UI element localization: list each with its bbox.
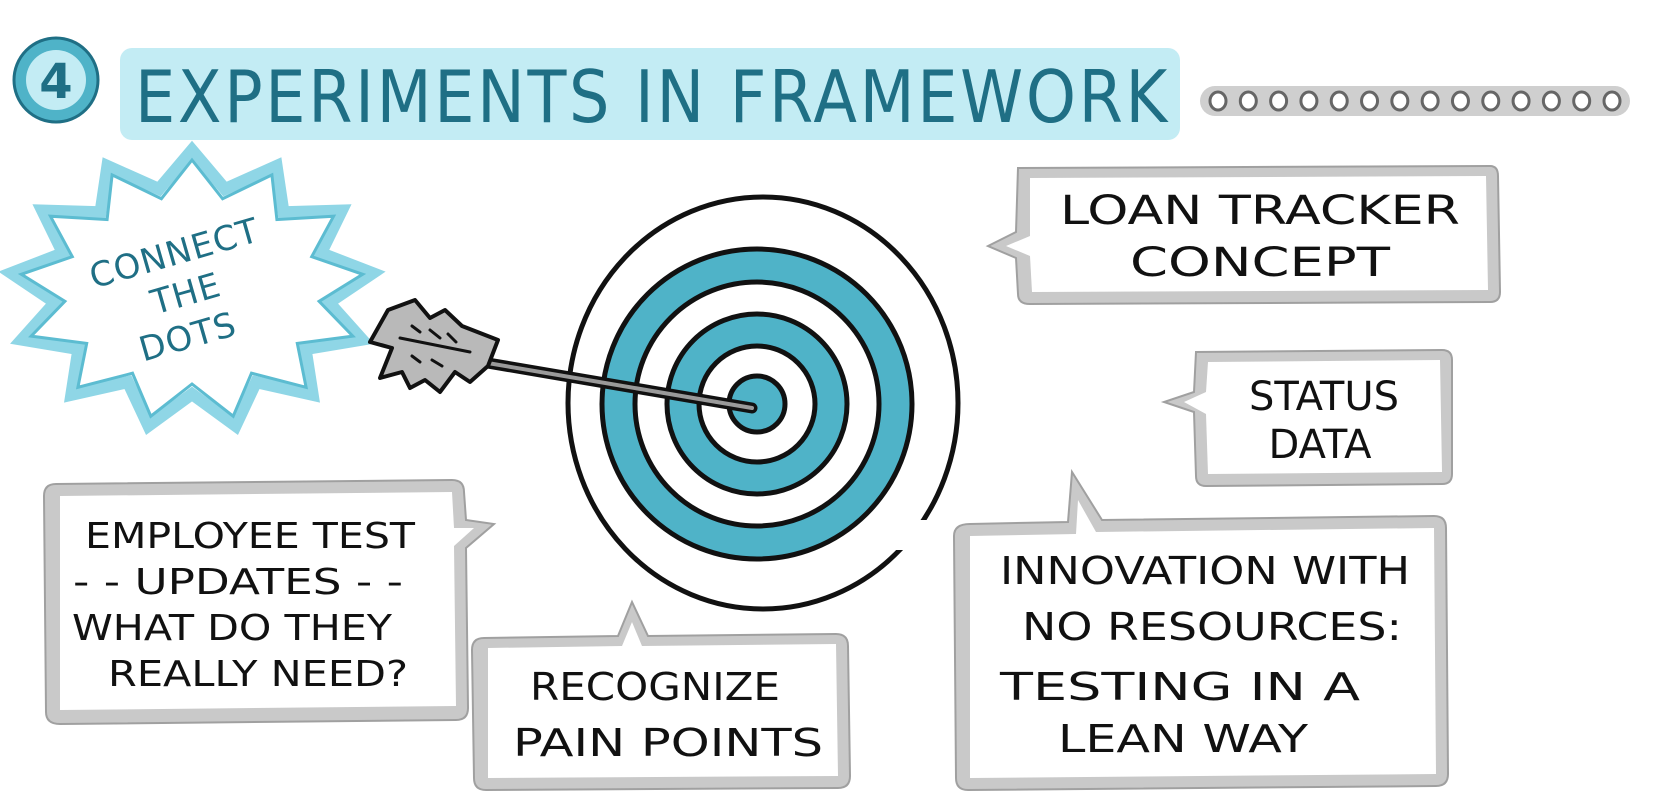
innovation-line-2: NO RESOURCES:: [1022, 605, 1402, 649]
chain-dot: [1511, 90, 1531, 112]
chain-dot: [1329, 90, 1349, 112]
loan-tracker-line-1: LOAN TRACKER: [1060, 188, 1460, 234]
arrow-icon: [368, 298, 758, 414]
dot-chain-bar: [1200, 86, 1630, 116]
innovation-line-4: LEAN WAY: [1058, 717, 1309, 761]
chain-dot: [1238, 90, 1258, 112]
dot-chain: [1208, 90, 1622, 112]
innovation-line-1: INNOVATION WITH: [1000, 549, 1410, 593]
title-highlight: [120, 48, 1180, 140]
chain-dot: [1420, 90, 1440, 112]
bubble-pain-points: RECOGNIZE PAIN POINTS: [470, 599, 852, 792]
loan-tracker-line-2: CONCEPT: [1130, 240, 1391, 286]
header: 4 EXPERIMENTS IN FRAMEWORK: [12, 36, 1630, 140]
pain-points-line-2: PAIN POINTS: [513, 721, 823, 765]
page-title: EXPERIMENTS IN FRAMEWORK: [135, 55, 1170, 139]
bubble-employee-test: EMPLOYEE TEST - - UPDATES - - WHAT DO TH…: [42, 478, 497, 726]
chain-dot: [1450, 90, 1470, 112]
employee-test-line-2: - - UPDATES - -: [73, 562, 403, 603]
chain-dot: [1269, 90, 1289, 112]
chain-dot: [1360, 90, 1380, 112]
section-number: 4: [39, 54, 72, 110]
status-data-line-2: DATA: [1268, 422, 1372, 468]
chain-dot: [1602, 90, 1622, 112]
chain-dot: [1390, 90, 1410, 112]
employee-test-line-4: REALLY NEED?: [108, 654, 408, 695]
pain-points-line-1: RECOGNIZE: [530, 665, 780, 709]
chain-dot: [1208, 90, 1228, 112]
chain-dot: [1481, 90, 1501, 112]
chain-dot: [1572, 90, 1592, 112]
innovation-line-3: TESTING IN A: [999, 665, 1360, 709]
employee-test-line-3: WHAT DO THEY: [72, 608, 393, 649]
bubble-innovation: INNOVATION WITH NO RESOURCES: TESTING IN…: [952, 468, 1450, 792]
connect-the-dots-starburst: CONNECT THE DOTS: [0, 140, 386, 436]
section-number-inner: [26, 50, 86, 110]
bubble-loan-tracker: LOAN TRACKER CONCEPT: [985, 164, 1502, 306]
starburst-outline: [17, 157, 367, 419]
status-data-line-1: STATUS: [1249, 374, 1399, 420]
bubble-status-data: STATUS DATA: [1160, 348, 1453, 488]
chain-dot: [1541, 90, 1561, 112]
employee-test-line-1: EMPLOYEE TEST: [85, 516, 416, 557]
chain-dot: [1299, 90, 1319, 112]
target-icon: [565, 194, 961, 615]
